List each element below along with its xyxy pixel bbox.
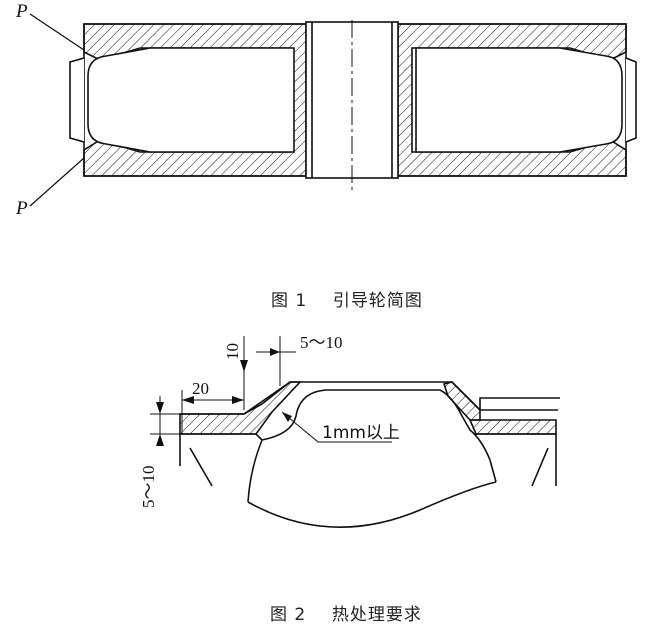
figure2-detail-drawing <box>150 336 560 528</box>
detail-cavity <box>189 389 497 528</box>
dim-5-10-side-label: 5～10 <box>139 466 158 509</box>
figure1-caption: 图 1 引导轮简图 <box>271 286 423 311</box>
arrow-10-down <box>240 360 248 372</box>
wheel-right-cavity <box>415 47 623 153</box>
arrow-side-up <box>156 434 164 446</box>
figure2-caption-number: 图 2 <box>270 605 307 625</box>
arrow-20-left <box>182 396 194 404</box>
detail-hardened-layer-right <box>468 419 557 435</box>
arrow-20-right <box>232 396 244 404</box>
figure1-wheel-drawing <box>29 13 637 207</box>
detail-right-inner <box>476 433 557 487</box>
dim-5-10-top-label: 5～10 <box>300 333 343 352</box>
p-bottom-leader <box>29 157 85 207</box>
wheel-left-cavity <box>87 47 295 153</box>
arrow-side-down <box>156 402 164 414</box>
note-1mm-leader <box>281 411 392 443</box>
detail-right-step <box>479 397 560 410</box>
right-rim-step <box>625 57 637 143</box>
label-p-top: P <box>15 1 28 22</box>
p-top-leader <box>29 13 85 51</box>
figure2-caption-title: 热处理要求 <box>331 605 422 625</box>
dim-20-label: 20 <box>192 379 209 398</box>
figure2-caption: 图 2 热处理要求 <box>270 600 422 625</box>
left-rim-step <box>69 57 85 143</box>
detail-inner-left <box>180 433 263 441</box>
arrow-5-10-right <box>270 348 280 356</box>
arrow-note <box>282 412 292 422</box>
dim-10-label: 10 <box>223 343 242 360</box>
note-1mm-label: 1mm以上 <box>322 423 400 443</box>
wheel-right-section <box>397 23 627 177</box>
dimension-arrowheads <box>156 348 292 446</box>
label-p-bottom: P <box>15 198 28 219</box>
figure1-caption-title: 引导轮简图 <box>332 291 423 311</box>
figure1-caption-number: 图 1 <box>271 291 308 311</box>
